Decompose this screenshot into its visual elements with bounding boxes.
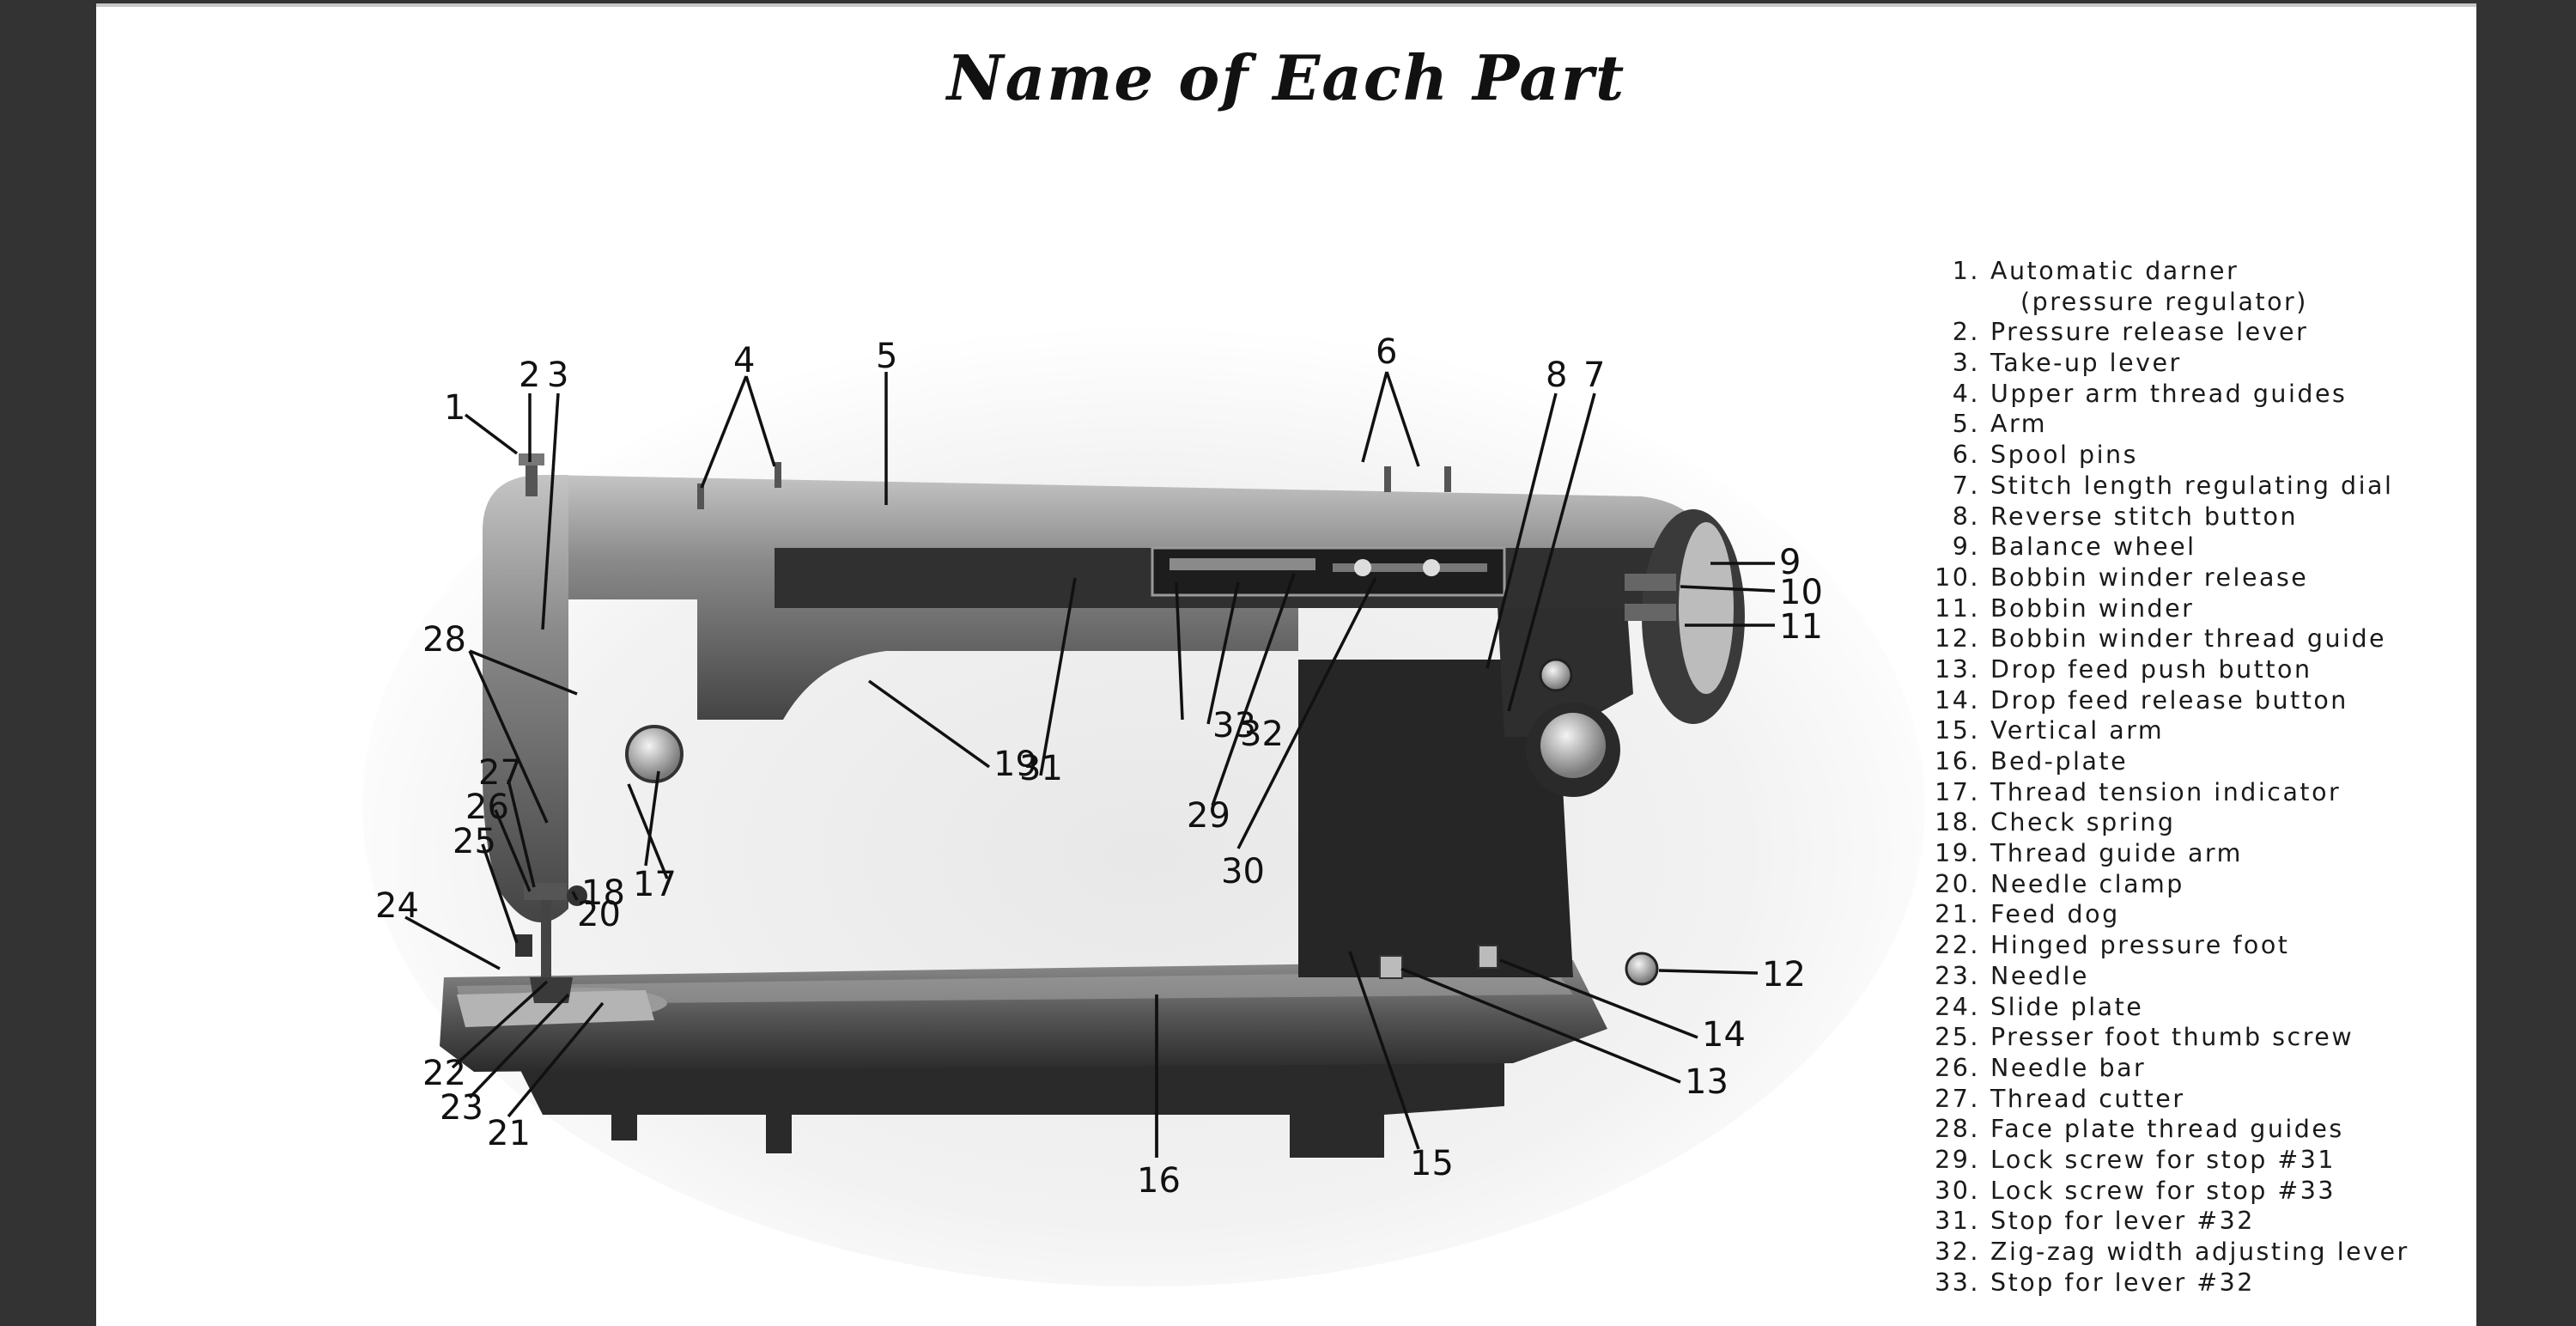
- list-item: 15.Vertical arm: [1935, 716, 2165, 745]
- list-item: 28.Face plate thread guides: [1935, 1115, 2344, 1144]
- callout-7: 7: [1583, 356, 1605, 395]
- callout-25: 25: [453, 822, 496, 861]
- callout-23: 23: [440, 1088, 483, 1128]
- list-item: 11.Bobbin winder: [1935, 593, 2195, 623]
- list-item: 12.Bobbin winder thread guide: [1935, 624, 2387, 654]
- list-item: 30.Lock screw for stop #33: [1935, 1176, 2336, 1205]
- callout-27: 27: [478, 753, 522, 793]
- callout-22: 22: [422, 1054, 466, 1093]
- list-item: 1.Automatic darner: [1952, 257, 2239, 285]
- list-item: 5.Arm: [1952, 410, 2047, 439]
- callout-32: 32: [1240, 715, 1284, 754]
- callout-26: 26: [465, 788, 509, 827]
- callout-13: 13: [1685, 1062, 1728, 1102]
- callout-31: 31: [1019, 749, 1063, 788]
- list-item: 32.Zig-zag width adjusting lever: [1935, 1238, 2409, 1266]
- list-item: 22.Hinged pressure foot: [1935, 931, 2290, 960]
- callout-17: 17: [633, 865, 677, 904]
- list-item: 18.Check spring: [1935, 808, 2176, 837]
- list-item: 8.Reverse stitch button: [1952, 502, 2299, 531]
- list-item: 25.Presser foot thumb screw: [1935, 1023, 2354, 1052]
- callout-20: 20: [577, 895, 621, 934]
- list-item: 19.Thread guide arm: [1935, 839, 2243, 868]
- callout-10: 10: [1779, 573, 1823, 612]
- sewing-machine-diagram: 1 2 3 4 5 6 8 7 9 10 11 12 13 14 15 16 1…: [362, 325, 1925, 1286]
- callout-1: 1: [444, 388, 465, 428]
- list-item: 16.Bed-plate: [1935, 747, 2129, 776]
- list-item: 27.Thread cutter: [1935, 1084, 2185, 1113]
- callout-2: 2: [519, 356, 540, 395]
- list-item: 10.Bobbin winder release: [1935, 563, 2309, 592]
- list-item: 2.Pressure release lever: [1952, 318, 2309, 347]
- list-item: 33.Stop for lever #32: [1935, 1268, 2255, 1297]
- backdrop-halo: [362, 325, 1925, 1286]
- parts-list: 1.Automatic darner (pressure regulator) …: [1923, 256, 2473, 1298]
- list-item: 6.Spool pins: [1952, 441, 2138, 470]
- callout-24: 24: [375, 886, 419, 926]
- list-item: 17.Thread tension indicator: [1935, 777, 2342, 806]
- callout-21: 21: [487, 1114, 531, 1153]
- callout-8: 8: [1546, 356, 1567, 395]
- callout-3: 3: [547, 356, 568, 395]
- list-item-continuation: (pressure regulator): [2020, 287, 2308, 316]
- callout-30: 30: [1221, 852, 1265, 891]
- document-page: Name of Each Part: [96, 7, 2476, 1326]
- list-item: 4.Upper arm thread guides: [1952, 379, 2348, 408]
- callout-15: 15: [1410, 1144, 1454, 1183]
- callout-5: 5: [876, 337, 897, 376]
- list-item: 3.Take-up lever: [1952, 349, 2182, 378]
- callout-4: 4: [733, 341, 755, 380]
- callout-29: 29: [1187, 796, 1230, 836]
- callout-16: 16: [1137, 1161, 1181, 1201]
- callout-14: 14: [1702, 1015, 1746, 1055]
- page-title: Name of Each Part: [946, 41, 1626, 114]
- callout-19: 19: [993, 745, 1037, 784]
- callout-12: 12: [1762, 955, 1806, 995]
- list-item: 13.Drop feed push button: [1935, 654, 2312, 684]
- list-item: 23.Needle: [1935, 961, 2089, 990]
- list-item: 31.Stop for lever #32: [1935, 1207, 2255, 1236]
- list-item: 20.Needle clamp: [1935, 869, 2184, 898]
- leader-lines: [404, 371, 1776, 1158]
- callout-28: 28: [422, 620, 466, 660]
- list-item: 21.Feed dog: [1935, 900, 2120, 929]
- callout-18: 18: [581, 873, 625, 913]
- list-item: 29.Lock screw for stop #31: [1935, 1145, 2336, 1174]
- callout-11: 11: [1779, 607, 1823, 647]
- list-item: 24.Slide plate: [1935, 992, 2144, 1021]
- list-item: 26.Needle bar: [1935, 1053, 2147, 1082]
- callout-6: 6: [1376, 332, 1397, 372]
- callouts: 1 2 3 4 5 6 8 7 9 10 11 12 13 14 15 16 1…: [375, 332, 1823, 1201]
- callout-33: 33: [1212, 706, 1256, 745]
- callout-9: 9: [1779, 543, 1801, 582]
- list-item: 9.Balance wheel: [1952, 532, 2196, 562]
- sewing-machine-illustration: [440, 453, 1745, 1158]
- list-item: 14.Drop feed release button: [1935, 685, 2348, 715]
- list-item: 7.Stitch length regulating dial: [1952, 471, 2394, 500]
